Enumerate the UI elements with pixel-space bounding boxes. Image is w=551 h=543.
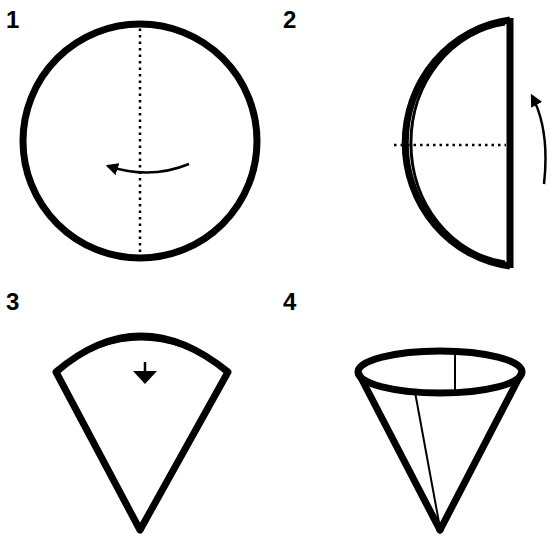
step-2-half-circle	[394, 18, 546, 268]
step-number: 1	[6, 8, 19, 32]
step-number: 2	[283, 8, 296, 32]
step-1-circle	[23, 22, 257, 260]
step-number: 3	[6, 290, 19, 314]
step-3-sector	[56, 336, 228, 530]
step-4-cone	[358, 351, 522, 530]
step-number: 4	[283, 290, 296, 314]
